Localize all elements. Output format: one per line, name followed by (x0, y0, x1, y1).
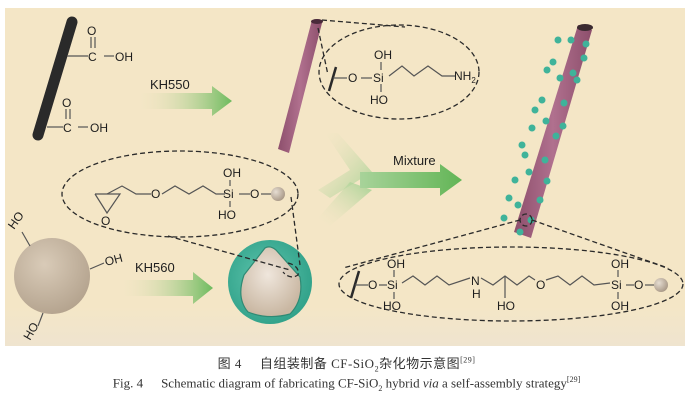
kh560-inset-bonds (94, 180, 272, 215)
kh560-inset-hydroxyl-bottom: HO (218, 208, 236, 222)
carbon-top: C (88, 50, 97, 64)
hybrid-inset-hydroxyl-right-bottom: OH (611, 299, 629, 313)
hybrid-inset-hydroxyl-right-top: OH (611, 257, 629, 271)
caption-english: Fig. 4 Schematic diagram of fabricating C… (0, 375, 693, 393)
kh560-inset-link-oxygen: O (250, 187, 259, 201)
kh550-inset-amine: NH2 (454, 69, 476, 85)
carbonyl-oxygen-top: O (87, 24, 96, 38)
caption-chinese: 图 4 自组装制备 CF-SiO2杂化物示意图[29] (0, 353, 693, 374)
cf-sio2-hybrid-fiber (514, 24, 593, 238)
kh550-inset-hydroxyl-top: OH (374, 48, 392, 62)
caption-cn-reference: [29] (460, 355, 476, 365)
kh560-label: KH560 (135, 260, 175, 275)
kh550-inset-hydroxyl-bottom: HO (370, 93, 388, 107)
zoom-callout-lines-3 (338, 213, 684, 322)
sio2-nanoparticles (500, 36, 590, 236)
hybrid-inset-oxygen-left: O (368, 278, 377, 292)
hybrid-inset-ether-oxygen: O (536, 278, 545, 292)
hybrid-inset-bonds (349, 270, 654, 299)
hybrid-inset-oxygen-right: O (634, 278, 643, 292)
silica-hydroxyl-top: HO (5, 209, 27, 232)
caption-cn-text: 自组装制备 CF-SiO (259, 356, 375, 371)
hydroxyl-bottom: OH (90, 121, 108, 135)
kh560-inset-hydroxyl-top: OH (223, 166, 241, 180)
hybrid-inset-silicon-left: Si (387, 278, 398, 292)
kh560-arrow-icon (118, 272, 213, 304)
caption-cn-figure-number: 图 4 (217, 356, 242, 371)
kh550-arrow-icon (135, 86, 232, 116)
hybrid-inset-hydroxyl-left-top: OH (387, 257, 405, 271)
zoom-callout-lines-1 (317, 19, 480, 120)
caption-en-text-1: Schematic diagram of fabricating CF-SiO (161, 375, 379, 391)
kh560-modified-silica (228, 240, 312, 324)
hybrid-inset-silicon-right: Si (611, 278, 622, 292)
caption-en-reference: [29] (566, 375, 581, 384)
caption-en-text-2: hybrid (382, 375, 423, 391)
hybrid-inset-hydroxyl-mid: HO (497, 299, 515, 313)
caption-en-text-3: a self-assembly strategy (438, 375, 567, 391)
zoom-callout-lines-2 (61, 150, 301, 278)
caption-en-figure-number: Fig. 4 (112, 375, 144, 391)
kh550-inset-silicon: Si (373, 71, 384, 85)
hybrid-silica-bead-icon (654, 278, 668, 292)
carboxyl-group-bottom (47, 109, 88, 128)
carbon-bottom: C (63, 121, 72, 135)
caption-en-italic: via (422, 375, 439, 391)
hybrid-inset-hydrogen: H (472, 287, 481, 301)
kh550-label: KH550 (150, 77, 190, 92)
carboxyl-group-top (67, 37, 114, 57)
mixture-arrow-icon (318, 133, 462, 226)
caption-en-subscript: 2 (378, 383, 383, 393)
kh560-inset-epoxide-oxygen: O (101, 214, 110, 228)
hydroxyl-top: OH (115, 50, 133, 64)
caption-cn-suffix: 杂化物示意图 (379, 356, 461, 371)
silica-nanoparticle (14, 231, 105, 327)
carbonyl-oxygen-bottom: O (62, 96, 71, 110)
silica-hydroxyl-right: OH (103, 251, 124, 269)
kh550-inset-bonds (327, 62, 455, 92)
kh550-inset-oxygen: O (348, 71, 357, 85)
caption-cn-subscript: 2 (374, 364, 380, 374)
mixture-label: Mixture (393, 153, 436, 168)
raw-carbon-fiber (32, 16, 78, 141)
hybrid-inset-nitrogen: N (471, 274, 480, 288)
kh550-modified-fiber (278, 19, 323, 153)
hybrid-inset-hydroxyl-left-bottom: HO (383, 299, 401, 313)
kh560-inset-silicon: Si (223, 187, 234, 201)
kh560-inset-ether-oxygen: O (151, 187, 160, 201)
silica-bead-icon (271, 187, 285, 201)
